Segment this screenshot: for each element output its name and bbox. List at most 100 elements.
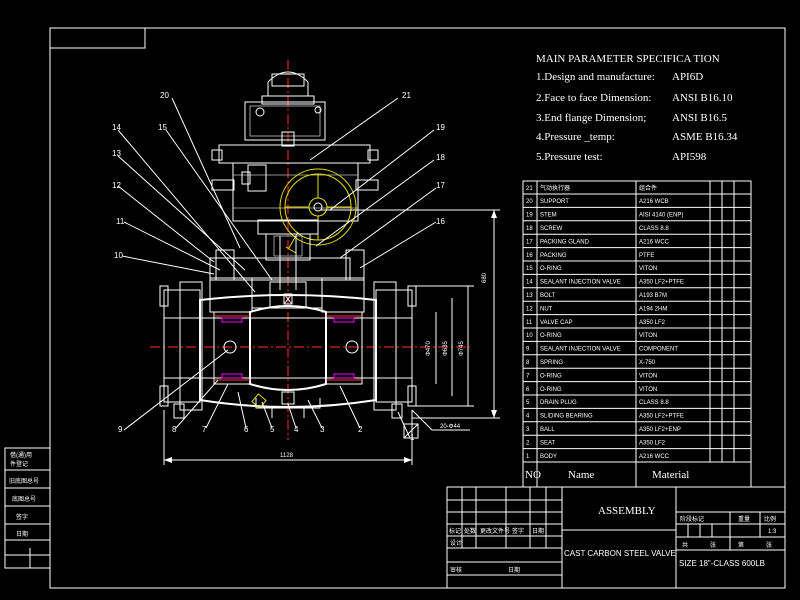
dimensions: 1128 680 Φ470 Φ635 Φ745 20-Φ44 [163, 209, 500, 465]
side-label-4: 签字 [16, 513, 28, 521]
parts-row-name: O-RING [540, 333, 562, 339]
spec-value-4: ASME B16.34 [672, 131, 738, 143]
handwheel [279, 168, 357, 254]
side-label-1: 件登记 [10, 460, 28, 468]
dim-bolt-holes: 20-Φ44 [440, 424, 461, 430]
spec-value-3: ANSI B16.5 [672, 112, 728, 124]
dim-d1: Φ470 [426, 341, 432, 356]
parts-row-material: VITON [639, 373, 657, 379]
parts-row-name: O-RING [540, 373, 562, 379]
parts-row-material: A216 WCB [639, 199, 669, 205]
main-parameter-spec: MAIN PARAMETER SPECIFICA TION 1.Design a… [536, 53, 738, 163]
balloon-4: 4 [294, 425, 299, 434]
tb-date2: 日期 [508, 566, 520, 574]
parts-row-name: SPRING [540, 360, 563, 366]
actuator-housing [211, 144, 379, 222]
spec-value-2: ANSI B16.10 [672, 92, 733, 104]
side-label-0: 借(通)用 [10, 451, 32, 459]
spec-value-5: API598 [672, 151, 707, 163]
spec-label-3: 3.End flange Dimension; [536, 112, 646, 124]
parts-header-name: 气动执行器 [540, 184, 570, 192]
balloon-11: 11 [116, 217, 125, 226]
balloon-5: 5 [270, 425, 275, 434]
parts-row-name: BODY [540, 454, 557, 460]
tb-stage-mark: 阶段标记 [680, 515, 704, 523]
balloon-8: 8 [172, 425, 177, 434]
balloon-9: 9 [118, 425, 123, 434]
valve-body [159, 281, 417, 419]
balloon-18: 18 [436, 153, 445, 162]
balloon-12: 12 [112, 181, 121, 190]
spec-label-2: 2.Face to face Dimension: [536, 92, 651, 104]
parts-row-material: COMPONENT [639, 347, 678, 353]
parts-row-no: 19 [526, 213, 533, 219]
balloon-15: 15 [158, 123, 167, 132]
parts-header-no: 21 [526, 186, 533, 192]
balloon-21: 21 [402, 91, 411, 100]
parts-row-material: CLASS 8.8 [639, 226, 669, 232]
spec-label-5: 5.Pressure test: [536, 151, 603, 163]
support-bracket [257, 219, 319, 290]
parts-row-no: 4 [526, 414, 530, 420]
parts-row-no: 17 [526, 239, 533, 245]
parts-row-no: 10 [526, 333, 533, 339]
parts-row-name: STEM [540, 213, 557, 219]
parts-row-no: 15 [526, 266, 533, 272]
parts-row-name: VALVE CAP [540, 320, 572, 326]
balloon-6: 6 [244, 425, 249, 434]
parts-footer-no: NO [525, 469, 541, 481]
tb-size: SIZE 18"-CLASS 600LB [679, 559, 765, 568]
parts-row-material: A350 LF2 [639, 440, 666, 446]
tb-sign: 签字 [512, 527, 524, 535]
tb-product: CAST CARBON STEEL VALVE [564, 549, 676, 558]
tb-weight: 重量 [738, 515, 750, 523]
parts-row-name: SEALANT INJECTION VALVE [540, 280, 621, 286]
positioner-box [244, 71, 326, 147]
parts-row-no: 1 [526, 454, 530, 460]
parts-row-name: O-RING [540, 266, 562, 272]
parts-header-material: 组合件 [639, 184, 657, 192]
parts-row-material: X-750 [639, 360, 656, 366]
parts-row-material: A193 B7M [639, 293, 667, 299]
tb-total: 共 [682, 541, 688, 549]
balloon-13: 13 [112, 149, 121, 158]
tb-design: 设计 [450, 539, 462, 547]
lower-trunnion [255, 398, 321, 418]
parts-row-name: O-RING [540, 387, 562, 393]
title-tab [49, 27, 146, 49]
tb-assembly: ASSEMBLY [598, 505, 656, 517]
parts-row-no: 12 [526, 306, 533, 312]
balloon-10: 10 [114, 251, 123, 260]
tb-sheet-no: 第 [738, 541, 744, 549]
balloon-17: 17 [436, 181, 445, 190]
parts-row-name: SLIDING BEARING [540, 414, 593, 420]
parts-row-material: A216 WCC [639, 454, 670, 460]
parts-row-no: 16 [526, 253, 533, 259]
side-table: 借(通)用 件登记 旧底图总号 底图总号 签字 日期 [4, 447, 51, 569]
parts-row-name: DRAIN PLUG [540, 400, 577, 406]
parts-row-no: 9 [526, 347, 530, 353]
dim-d2: Φ635 [443, 341, 449, 356]
parts-row-material: A350 LF2+PTFE [639, 280, 684, 286]
parts-row-name: PACKING [540, 253, 567, 259]
parts-row-material: CLASS 8.8 [639, 400, 669, 406]
tb-scale-value: 1:3 [768, 529, 777, 535]
balloon-1: 1 [410, 433, 415, 442]
parts-row-material: PTFE [639, 253, 654, 259]
leader-lines [117, 97, 437, 439]
parts-row-material: A216 WCC [639, 239, 670, 245]
parts-row-material: VITON [639, 387, 657, 393]
parts-row-material: A350 LF2+ENP [639, 427, 681, 433]
parts-row-no: 14 [526, 280, 533, 286]
balloon-14: 14 [112, 123, 121, 132]
parts-row-name: SEAT [540, 440, 556, 446]
parts-row-material: A194 2HM [639, 306, 667, 312]
tb-scale-label: 比例 [764, 515, 776, 523]
tb-change-doc: 更改文件号 [480, 527, 510, 535]
parts-row-name: BALL [540, 427, 555, 433]
title-block: 标记 处数 更改文件号 签字 日期 设计 审核 日期 ASSEMBLY CAST… [446, 486, 786, 589]
tb-mark: 标记 [449, 527, 461, 535]
valve-assembly-drawing: 1128 680 Φ470 Φ635 Φ745 20-Φ44 [112, 60, 500, 465]
parts-row-material: VITON [639, 333, 657, 339]
